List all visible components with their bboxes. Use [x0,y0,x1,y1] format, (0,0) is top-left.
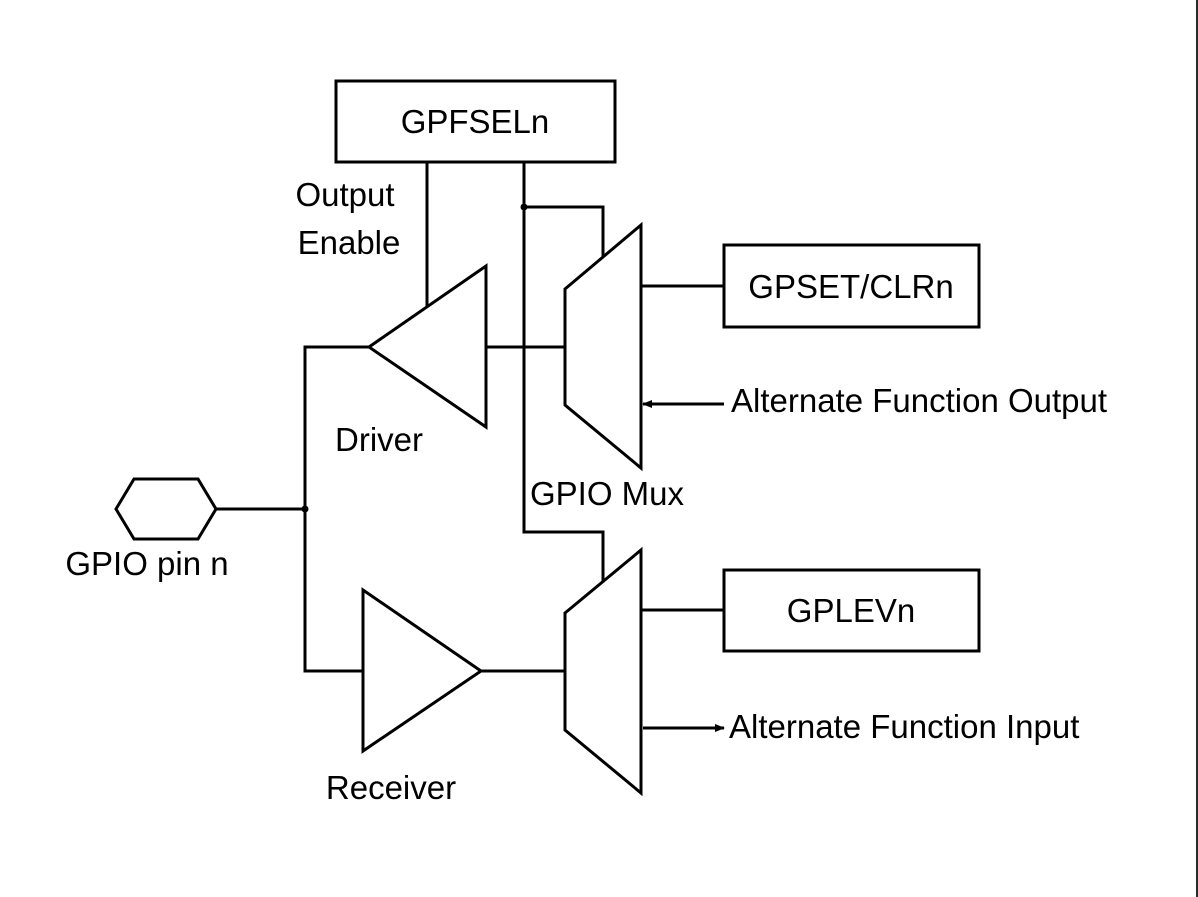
lower-mux [563,546,643,797]
output-enable-label-line1: Output [295,176,394,213]
driver-triangle [366,263,488,430]
gpio-pin-hexagon [114,477,218,541]
receiver-label: Receiver [326,769,456,806]
gpfsel-label: GPFSELn [401,103,550,140]
upper-mux [563,221,643,472]
alt-func-input-label: Alternate Function Input [729,708,1079,745]
gpio-pin-label: GPIO pin n [65,545,228,582]
alt-func-output-label: Alternate Function Output [731,382,1107,419]
junction-dot-select [520,203,528,211]
gpfsel-box [334,79,617,164]
junction-dot-pin [301,505,309,513]
wires [214,160,726,732]
gplev-box [722,568,981,653]
receiver-triangle [361,587,484,754]
upper-mux-select-wire [522,205,605,258]
driver-label: Driver [335,421,423,458]
image-edge-border [1196,0,1198,897]
gplev-label: GPLEVn [787,592,915,629]
driver-output-wire [303,345,371,673]
gpio-mux-label: GPIO Mux [530,475,685,512]
output-enable-label-line2: Enable [298,224,401,261]
gpset-clr-label: GPSET/CLRn [748,268,953,305]
gpset-clr-box [722,243,981,329]
